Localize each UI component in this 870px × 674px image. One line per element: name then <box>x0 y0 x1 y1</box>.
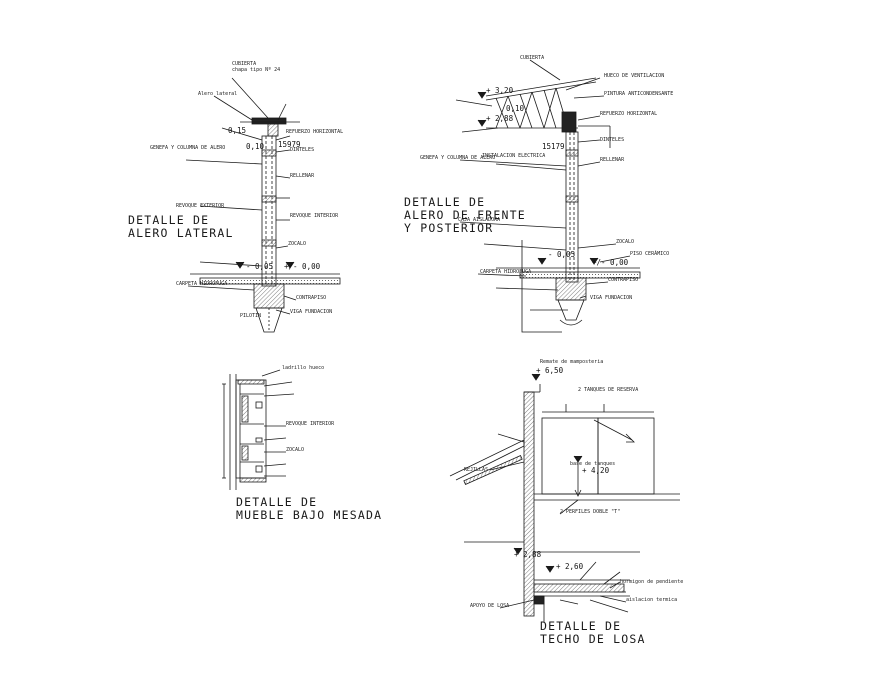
note-revoque-ext: REVOQUE EXTERIOR <box>176 203 225 209</box>
note-rellenar-lat: RELLENAR <box>290 173 315 179</box>
note-genefa-fre: GENEFA Y COLUMNA DE ALERO <box>420 155 496 161</box>
lateral-roof-beam <box>251 117 287 125</box>
level-fre-zero: +/- 0,00 <box>592 258 629 267</box>
title-line: DETALLE DE <box>540 619 622 633</box>
title-line: DETALLE DE <box>404 195 486 209</box>
note-aislacion: aislacion termica <box>626 597 678 603</box>
level-techo-288: + 2,88 <box>514 550 542 559</box>
techo-losa-section <box>449 373 680 622</box>
note-carpeta-lat: CARPETA HIDROFUGA <box>176 281 228 287</box>
level-techo-260: + 2,60 <box>556 562 584 571</box>
frente-foundation <box>555 277 587 301</box>
note-revoque-int: REVOQUE INTERIOR <box>290 213 339 219</box>
note-remate: Remate de mamposteria <box>540 359 604 365</box>
note-dinteles-fre: DINTELES <box>600 137 625 143</box>
note-chapa: chapa tipo Nº 24 <box>232 67 281 73</box>
title-line: DETALLE DE <box>236 495 318 509</box>
level-fre-320: + 3,20 <box>486 86 514 95</box>
lateral-pile <box>255 307 283 333</box>
note-viga-fre: VIGA FUNDACION <box>590 295 633 301</box>
note-apoyo-losa: APOYO DE LOSA <box>470 603 510 609</box>
note-contrapiso-fre: CONTRAPISO <box>608 277 639 283</box>
note-instalacion-fre: INSTALACION ELECTRICA <box>482 153 546 159</box>
note-cubierta: CUBIERTA <box>232 61 257 67</box>
note-dinteles-lat: DINTELES <box>290 147 315 153</box>
note-zocalo-fre: ZOCALO <box>616 239 635 245</box>
mueble-countertop <box>237 379 265 385</box>
title-alero-lateral: DETALLE DE ALERO LATERAL <box>128 214 234 240</box>
title-line: ALERO LATERAL <box>128 226 234 240</box>
level-lat-neg: - 0,05 <box>246 262 274 271</box>
alero-lateral-section <box>185 77 341 333</box>
title-line: DETALLE DE <box>128 213 210 227</box>
level-fre-neg: - 0,05 <box>548 250 576 259</box>
note-viga-lat: VIGA FUNDACION <box>290 309 333 315</box>
note-mueble-3: ZOCALO <box>286 447 305 453</box>
note-rejillas: REJILLAS <box>464 467 489 473</box>
techo-slab <box>533 583 625 593</box>
title-line: MUEBLE BAJO MESADA <box>236 508 383 522</box>
note-tanques: 2 TANQUES DE RESERVA <box>578 387 639 393</box>
note-mueble-2: REVOQUE INTERIOR <box>286 421 335 427</box>
mueble-section <box>222 369 295 490</box>
note-rellenar-fre: RELLENAR <box>600 157 625 163</box>
note-caja-fre: CAJA AISLADORA <box>458 217 501 223</box>
lateral-foundation-beam <box>253 283 285 309</box>
note-zocalo-lat: ZOCALO <box>288 241 307 247</box>
title-line: ALERO DE FRENTE <box>404 208 526 222</box>
note-carpeta-fre: CARPETA HIDROFUGA <box>480 269 532 275</box>
note-cubierta-fre: CUBIERTA <box>520 55 545 61</box>
title-mueble: DETALLE DE MUEBLE BAJO MESADA <box>236 496 382 522</box>
note-base-tanques: base de tanques <box>570 461 616 467</box>
level-lat-zero: +/- 0,00 <box>284 262 321 271</box>
note-piso-fre: PISO CERÁMICO <box>630 251 670 257</box>
title-alero-frente: DETALLE DE ALERO DE FRENTE Y POSTERIOR <box>404 196 526 235</box>
note-pintura-fre: PINTURA ANTICONDENSANTE <box>604 91 674 97</box>
dim-lat-015: 0,15 <box>228 126 247 135</box>
title-techo: DETALLE DE TECHO DE LOSA <box>540 620 646 646</box>
lateral-cornice <box>267 123 279 137</box>
note-mueble-1: ladrillo hueco <box>282 365 325 371</box>
techo-wall <box>523 391 535 617</box>
note-hueco-fre: HUECO DE VENTILACION <box>604 73 665 79</box>
dim-fre-010: 0,10 <box>506 104 525 113</box>
note-pilotin-lat: PILOTIN <box>240 313 262 319</box>
tank-right <box>597 417 655 495</box>
dim-lat-code: 15979 <box>278 140 301 149</box>
note-alero-lateral: Alero lateral <box>198 91 238 97</box>
dim-lat-010: 0,10 <box>246 142 265 151</box>
note-genefa-lat: GENEFA Y COLUMNA DE ALERO <box>150 145 226 151</box>
note-refuerzo-fre: REFUERZO HORIZONTAL <box>600 111 658 117</box>
level-techo-420: + 4,20 <box>582 466 610 475</box>
mueble-body <box>235 379 267 479</box>
note-contrapiso-lat: CONTRAPISO <box>296 295 327 301</box>
dim-fre-code: 15179 <box>542 142 565 151</box>
note-hormigon: hormigon de pendiente <box>620 579 684 585</box>
title-line: Y POSTERIOR <box>404 221 494 235</box>
note-perfiles: 2 PERFILES DOBLE "T" <box>560 509 621 515</box>
note-refuerzo-lat: REFUERZO HORIZONTAL <box>286 129 344 135</box>
level-fre-288: + 2,88 <box>486 114 514 123</box>
title-line: TECHO DE LOSA <box>540 632 646 646</box>
level-techo-650: + 6,50 <box>536 366 564 375</box>
tank-left <box>541 417 599 495</box>
alero-frente-section <box>455 59 641 333</box>
